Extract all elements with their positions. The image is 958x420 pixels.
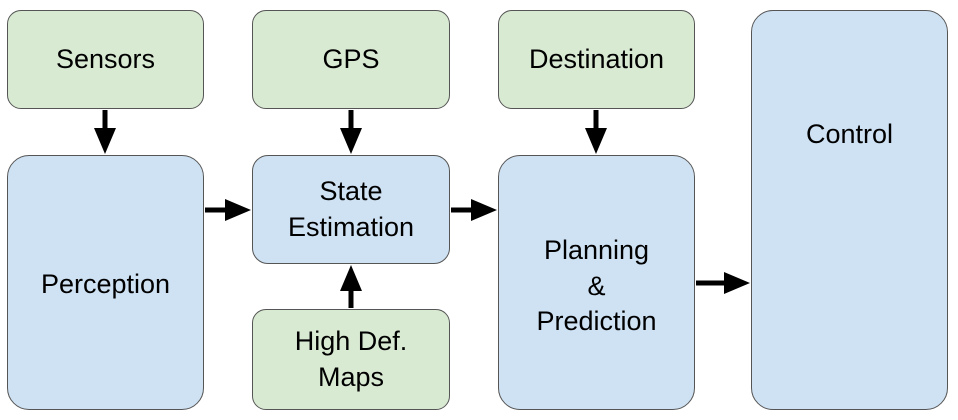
destination-box: Destination	[498, 10, 695, 109]
high-def-maps-label: High Def. Maps	[294, 325, 408, 392]
arrowhead-state-to-planning	[471, 199, 497, 221]
arrowhead-planning-to-control	[724, 272, 750, 294]
high-def-maps-box: High Def. Maps	[252, 309, 450, 410]
arrowhead-perception-to-state	[225, 199, 251, 221]
arrowhead-gps-to-state	[340, 128, 362, 154]
arrowhead-maps-to-state	[340, 265, 362, 291]
control-box: Control	[751, 10, 948, 410]
gps-box: GPS	[252, 10, 450, 109]
sensors-box: Sensors	[7, 10, 204, 109]
perception-label: Perception	[40, 268, 171, 299]
state-estimation-box: State Estimation	[252, 155, 450, 264]
sensors-label: Sensors	[55, 43, 156, 74]
planning-prediction-box: Planning & Prediction	[498, 155, 695, 410]
arrowhead-sensors-to-perception	[94, 128, 116, 154]
perception-box: Perception	[7, 155, 204, 410]
destination-label: Destination	[528, 43, 665, 74]
gps-label: GPS	[322, 43, 380, 74]
arrowhead-destination-to-planning	[585, 128, 607, 154]
control-label: Control	[805, 119, 894, 150]
state-estimation-label: State Estimation	[287, 175, 415, 242]
planning-prediction-label: Planning & Prediction	[536, 234, 657, 337]
